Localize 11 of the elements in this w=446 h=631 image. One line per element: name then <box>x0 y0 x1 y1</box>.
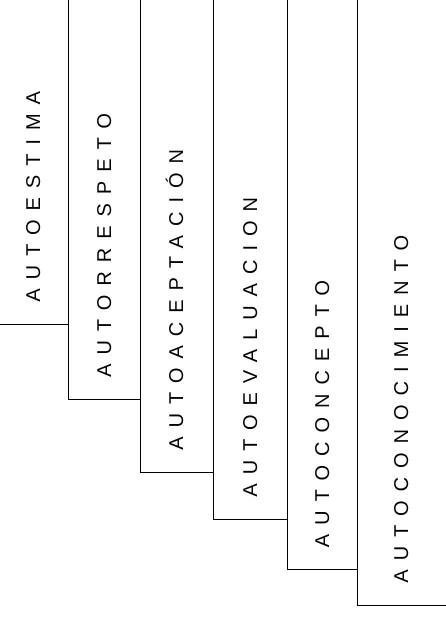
step-label: AUTOEVALUACION <box>240 188 260 497</box>
stair-step <box>140 0 213 473</box>
stair-step <box>213 0 287 520</box>
stair-step <box>68 0 140 400</box>
step-label: AUTOCONOCIMIENTO <box>392 226 412 583</box>
step-label: AUTOCONCEPTO <box>312 270 332 547</box>
stair-step <box>357 0 446 606</box>
step-label: AUTOACEPTACIÓN <box>167 140 187 450</box>
step-label: AUTORRESPETO <box>94 104 114 377</box>
stair-step <box>287 0 357 570</box>
step-label: AUTOESTIMA <box>24 82 44 302</box>
